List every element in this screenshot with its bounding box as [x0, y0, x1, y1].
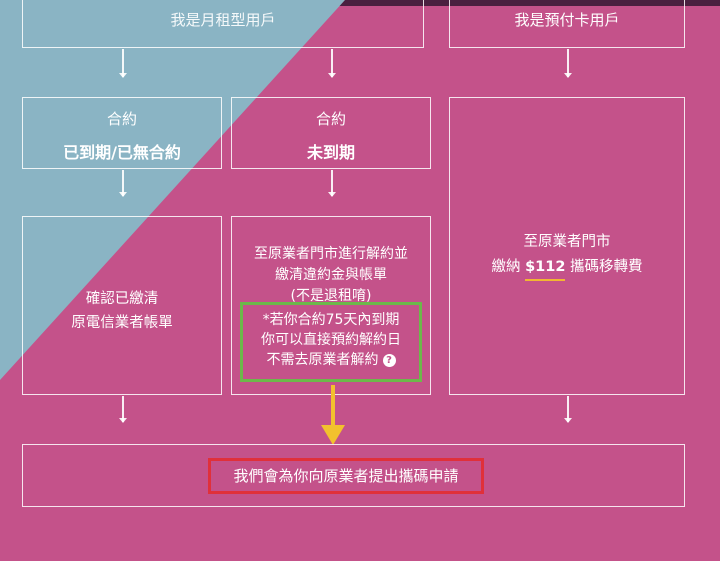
porting-request-text: 我們會為你向原業者提出攜碼申請 [233, 467, 459, 485]
contract-status: 已到期/已無合約 [63, 143, 181, 162]
terminate-line3: (不是退租唷) [290, 288, 372, 304]
porting-request-highlight [208, 458, 484, 494]
terminate-line1: 至原業者門市進行解約並 [254, 246, 408, 262]
arrow-down [564, 49, 571, 78]
arrow-down [119, 49, 126, 78]
yellow-arrow-icon [321, 385, 345, 445]
help-icon[interactable]: ? [382, 353, 396, 367]
confirm-bill-box: 確認已繳清 原電信業者帳單 [22, 216, 222, 395]
prepaid-step-line2: 繳納 $112 攜碼移轉費 [450, 255, 684, 281]
note-line1: *若你合約75天內到期 [262, 312, 400, 328]
contract-active-box: 合約 未到期 [231, 97, 431, 169]
top-edge-bar [0, 0, 720, 6]
monthly-user-box: 我是月租型用戶 [22, 0, 424, 48]
terminate-contract-box: 至原業者門市進行解約並 繳清違約金與帳單 (不是退租唷) [231, 216, 431, 395]
note-line2: 你可以直接預約解約日 [261, 332, 401, 348]
prepaid-step-pre: 繳納 [491, 259, 521, 275]
contract-expired-box: 合約 已到期/已無合約 [22, 97, 222, 169]
arrow-down [328, 49, 335, 78]
note-line3: 不需去原業者解約? [240, 350, 422, 370]
contract-label: 合約 [106, 110, 137, 128]
arrow-down [119, 396, 126, 423]
contract-status: 未到期 [306, 143, 355, 162]
confirm-bill-line2: 原電信業者帳單 [71, 315, 173, 331]
prepaid-step-post: 攜碼移轉費 [570, 259, 643, 275]
price-underline [525, 279, 566, 281]
prepaid-step-line1: 至原業者門市 [523, 234, 611, 250]
early-expiry-note-highlight [240, 302, 422, 382]
arrow-down [119, 170, 126, 197]
arrow-down [564, 396, 571, 423]
contract-label: 合約 [315, 110, 346, 128]
terminate-line2: 繳清違約金與帳單 [275, 267, 387, 283]
prepaid-step-box: 至原業者門市 繳納 $112 攜碼移轉費 [449, 97, 685, 395]
confirm-bill-line1: 確認已繳清 [85, 291, 159, 307]
monthly-user-label: 我是月租型用戶 [170, 11, 276, 29]
transfer-fee: $112 [525, 259, 566, 281]
prepaid-user-label: 我是預付卡用戶 [514, 11, 620, 29]
porting-request-box [22, 444, 685, 507]
arrow-down [328, 170, 335, 197]
early-expiry-note: *若你合約75天內到期 你可以直接預約解約日 不需去原業者解約? [240, 310, 422, 370]
prepaid-user-box: 我是預付卡用戶 [449, 0, 685, 48]
